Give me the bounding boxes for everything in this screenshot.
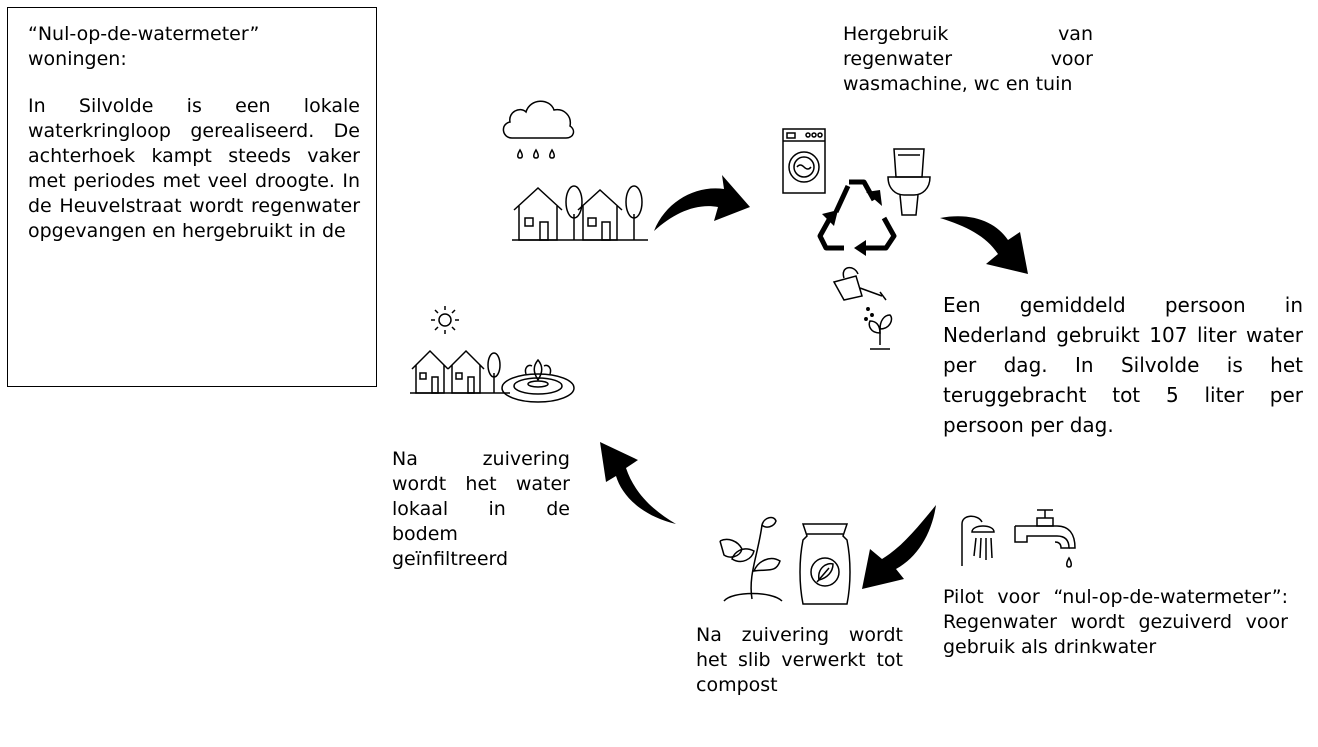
plant-icon: [718, 515, 790, 607]
washing-machine-icon: [781, 127, 827, 195]
toilet-icon: [886, 147, 932, 217]
arrow-to-infiltration: [600, 442, 676, 524]
houses-trees-icon: [512, 180, 648, 242]
step-sludge-text: Na zuivering wordt het slib verwerkt tot…: [696, 624, 903, 696]
step-infiltration-text: Na zuivering wordt het water lokaal in d…: [392, 448, 570, 570]
step-usage-text: Een gemiddeld persoon in Nederland gebru…: [943, 293, 1303, 437]
info-textbox: “Nul-op-de-watermeter” woningen: In Silv…: [7, 7, 377, 387]
watering-can-icon: [830, 262, 890, 308]
water-drop-ripple-icon: [498, 350, 578, 406]
tap-icon: [1013, 506, 1081, 572]
recycle-icon: [814, 170, 900, 256]
sun-icon: [430, 305, 460, 335]
compost-bag-icon: [797, 520, 853, 606]
rain-cloud-icon: [498, 92, 578, 168]
step-pilot-text: Pilot voor “nul-op-de-watermeter”: Regen…: [943, 586, 1288, 658]
houses-icon: [410, 345, 510, 395]
arrow-to-reuse: [654, 175, 750, 231]
textbox-title: “Nul-op-de-watermeter” woningen:: [28, 23, 260, 70]
textbox-body: In Silvolde is een lokale waterkringloop…: [28, 95, 360, 242]
sprout-icon: [862, 305, 898, 351]
arrow-to-pilot: [862, 505, 936, 589]
shower-icon: [958, 510, 1004, 566]
arrow-to-usage: [940, 216, 1028, 274]
step-reuse-text: Hergebruik van regenwater voor wasmachin…: [843, 23, 1093, 95]
